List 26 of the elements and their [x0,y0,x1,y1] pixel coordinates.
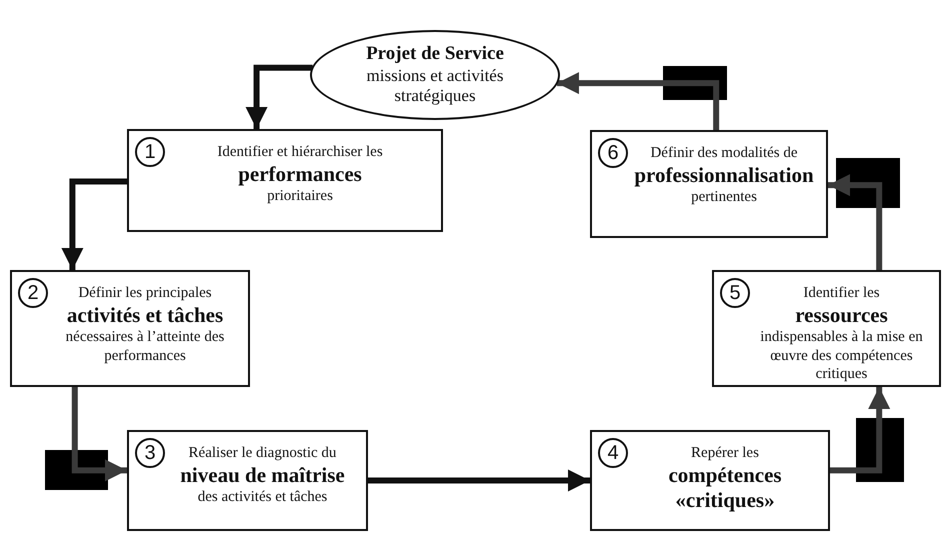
process-box [590,130,828,238]
arrow [556,72,720,130]
step-text: Définir des modalités de professionnalisation pertinentes [633,144,815,207]
arrow [246,64,313,129]
step-number: 2 [18,278,48,308]
arrow [61,178,127,270]
process-box [127,430,368,531]
title-text: Projet de Service missions et activités stratégiques [365,43,505,107]
process-box [590,430,830,531]
process-box [712,270,941,387]
step-number: 1 [135,137,165,167]
step-text: Définir les principales activités et tâches nécessaires à l’atteinte des performances [64,284,226,366]
step-text: Identifier les ressources indispensables à la mise en œuvre des compétences critiques [759,284,924,384]
process-box [127,129,443,232]
arrow [72,387,127,482]
step-number: 5 [720,278,750,308]
step-number: 3 [135,438,165,468]
process-box [10,270,250,387]
arrow [368,470,590,492]
step-text: Repérer les compétences «critiques» [667,444,783,514]
step-number: 4 [598,438,628,468]
step-text: Identifier et hiérarchiser les performances prioritaires [216,143,384,206]
arrow [828,174,882,270]
step-text: Réaliser le diagnostic du niveau de maîtrise des activités et tâches [179,444,346,507]
arrow [830,387,890,474]
step-number: 6 [598,138,628,168]
